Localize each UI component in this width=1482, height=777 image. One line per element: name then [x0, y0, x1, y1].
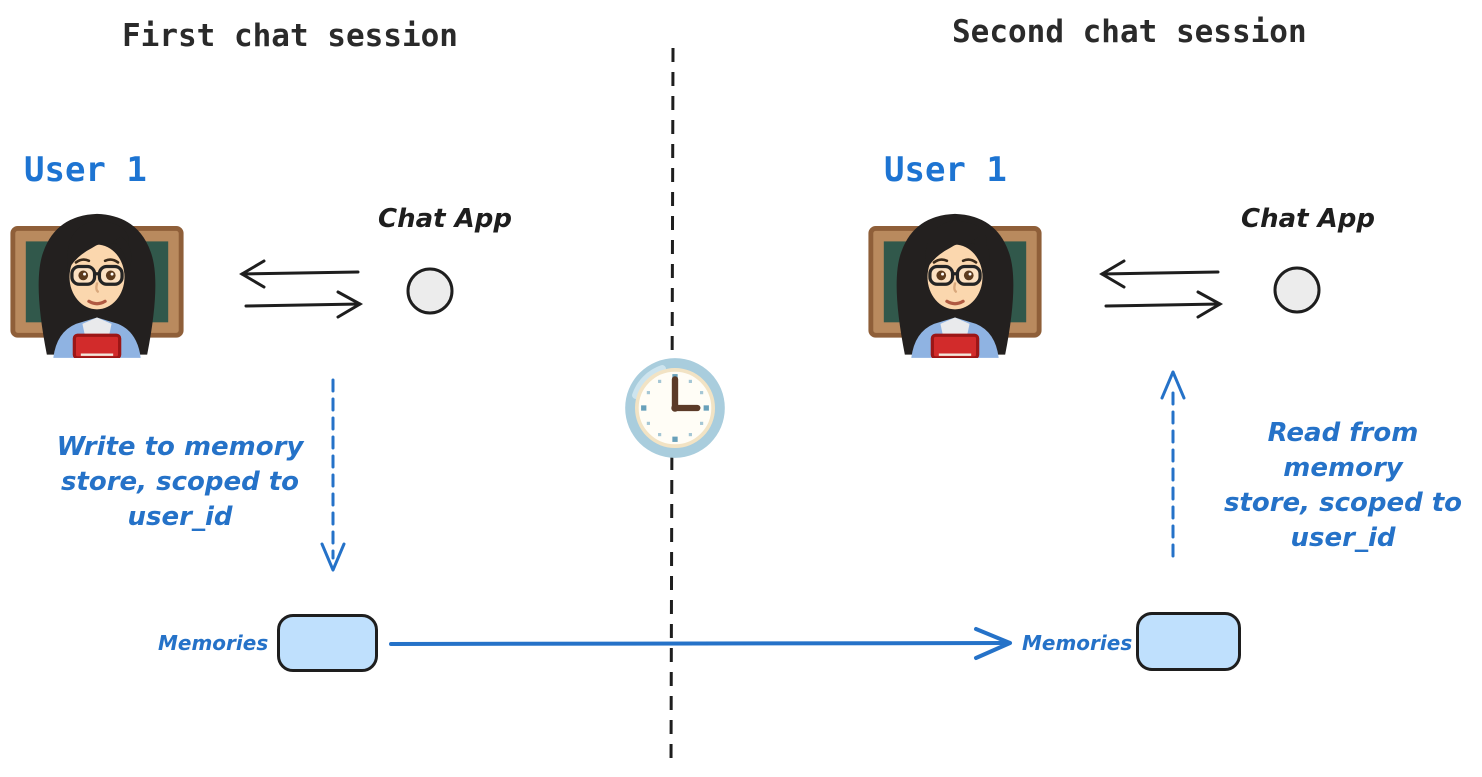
- left-bidirectional-arrows-icon: [239, 259, 364, 319]
- left-woman-teacher-emoji: [8, 196, 186, 360]
- right-bidirectional-arrows-icon: [1099, 259, 1224, 319]
- read-memory-note: Read from memory store, scoped to user_i…: [1204, 416, 1482, 556]
- left-arrow-to-app-head: [336, 290, 364, 319]
- read-memory-note-line2: store, scoped to: [1223, 488, 1463, 518]
- read-memory-note-line3: user_id: [1290, 523, 1396, 553]
- right-arrow-to-user-line: [1100, 270, 1220, 276]
- memory-transfer-arrow-icon: [389, 627, 1012, 660]
- left-arrow-to-app-line: [244, 302, 362, 308]
- memory-transfer-head: [974, 627, 1012, 660]
- left-chat-app-circle-icon: [406, 267, 454, 315]
- right-arrow-to-app-head: [1196, 290, 1224, 319]
- right-woman-teacher-svg: [868, 213, 1042, 360]
- right-arrow-to-app-line: [1104, 302, 1222, 308]
- write-memory-note: Write to memory store, scoped to user_id: [35, 430, 325, 535]
- write-memory-note-line1: Write to memory: [56, 432, 304, 462]
- write-memory-note-line3: user_id: [127, 502, 233, 532]
- right-chat-app-label: Chat App: [1241, 204, 1375, 234]
- left-user-label: User 1: [24, 150, 147, 190]
- left-arrow-to-user-head: [239, 259, 266, 289]
- read-memory-note-line1: Read from memory: [1267, 418, 1419, 483]
- right-memories-label: Memories: [1022, 631, 1133, 655]
- second-session-title: Second chat session: [952, 14, 1307, 50]
- read-dashed-arrow-up-icon: [1160, 370, 1186, 558]
- right-memory-store-box: [1136, 612, 1241, 671]
- read-arrow-head: [1160, 370, 1186, 400]
- right-chat-app-circle-icon: [1273, 266, 1321, 314]
- left-memories-label: Memories: [158, 631, 269, 655]
- left-memory-store-box: [277, 614, 378, 672]
- memory-transfer-shaft: [389, 641, 1008, 646]
- clock-3-oclock-emoji: [622, 355, 728, 461]
- write-dashed-arrow-down-icon: [320, 378, 346, 572]
- right-user-label: User 1: [884, 150, 1007, 190]
- right-arrow-to-user-head: [1099, 259, 1126, 289]
- left-arrow-to-user-line: [240, 270, 360, 276]
- first-session-title: First chat session: [122, 18, 458, 54]
- right-woman-teacher-emoji: [866, 196, 1044, 360]
- write-memory-note-line2: store, scoped to: [60, 467, 300, 497]
- left-chat-app-label: Chat App: [378, 204, 512, 234]
- clock-svg: [625, 358, 725, 458]
- left-woman-teacher-svg: [10, 213, 184, 360]
- write-arrow-head: [320, 542, 346, 572]
